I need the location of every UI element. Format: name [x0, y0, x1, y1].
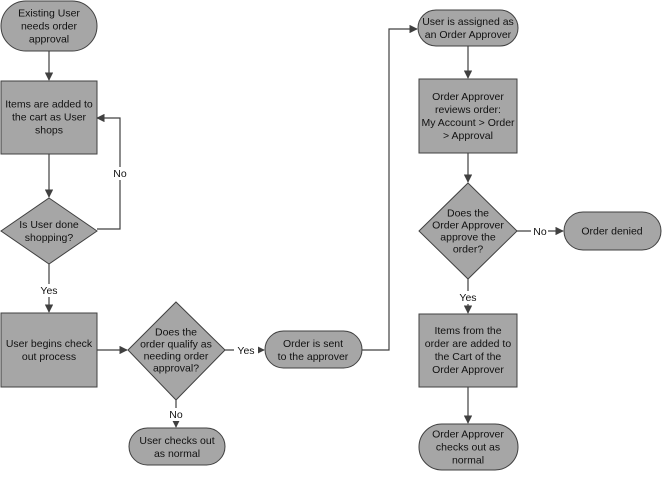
- edge-label-bg: [234, 344, 258, 357]
- qualify-decision: [127, 301, 226, 401]
- label-line: to the approver: [278, 351, 349, 363]
- label-line: the Cart of the: [435, 351, 502, 363]
- edge-label-bg: [531, 225, 548, 238]
- label-line: Items are added to: [5, 99, 93, 111]
- checks-out-normal-terminator: [128, 427, 226, 466]
- sent-terminator: [264, 330, 363, 369]
- label-line: Order denied: [581, 226, 642, 238]
- edge-label-bg: [456, 291, 480, 304]
- edge-label-bg: [112, 167, 128, 180]
- edge-label-yes-checkout: Yes: [40, 285, 57, 297]
- label-line: an Order Approver: [425, 29, 512, 41]
- label-line: Order is sent: [283, 338, 343, 350]
- label-line: Is User done: [19, 219, 79, 231]
- label-line: needing order: [144, 351, 209, 363]
- label-line: order?: [453, 244, 484, 256]
- edge-label-no-loop: No: [113, 168, 127, 180]
- edge-labels: No Yes Yes No No Yes: [37, 167, 548, 421]
- checkout-process: [0, 312, 98, 388]
- label-line: as normal: [154, 448, 200, 460]
- start-terminator: [0, 0, 98, 52]
- label-line: the cart as User: [12, 112, 87, 124]
- label-line: needs order: [21, 21, 78, 33]
- denied-terminator: [563, 211, 662, 251]
- edge-label-yes-added: Yes: [459, 292, 476, 304]
- label-line: Order Approver: [432, 364, 504, 376]
- label-line: Does the: [447, 208, 489, 220]
- label-line: > Approval: [443, 130, 493, 142]
- label-line: out process: [22, 351, 76, 363]
- label-line: reviews order:: [435, 104, 501, 116]
- label-line: Order Approver: [432, 220, 504, 232]
- label-line: approval?: [153, 363, 199, 375]
- edge-label-no-denied: No: [533, 226, 547, 238]
- denied-label: Order denied: [581, 226, 642, 238]
- add-items-process: [0, 80, 98, 155]
- edge-sent-to-assigned: [362, 24, 418, 351]
- label-line: User is assigned as: [422, 16, 514, 28]
- label-line: Items from the: [434, 325, 501, 337]
- label-line: checks out as: [436, 442, 500, 454]
- approver-checks-out-terminator: [418, 423, 519, 471]
- label-line: shops: [35, 125, 63, 137]
- label-line: approve the: [440, 232, 496, 244]
- label-line: Does the: [155, 327, 197, 339]
- assigned-terminator: [417, 9, 519, 47]
- edge-label-no-normal: No: [169, 409, 183, 421]
- reviews-process: [418, 78, 518, 154]
- label-line: User begins check: [6, 338, 93, 350]
- label-line: order qualify as: [140, 339, 212, 351]
- label-line: User checks out: [139, 435, 214, 447]
- label-line: My Account > Order: [421, 117, 515, 129]
- label-line: normal: [452, 455, 484, 467]
- label-line: Order Approver: [432, 429, 504, 441]
- done-shopping-decision: [0, 197, 98, 265]
- approve-decision: [418, 182, 518, 280]
- edge-label-yes-sent: Yes: [237, 345, 254, 357]
- label-line: approval: [29, 34, 69, 46]
- edge-label-bg: [168, 408, 185, 421]
- label-line: Order Approver: [432, 91, 504, 103]
- label-line: shopping?: [25, 232, 74, 244]
- edge-label-bg: [37, 284, 61, 297]
- added-to-cart-process: [418, 313, 518, 388]
- label-line: Existing User: [18, 8, 80, 20]
- label-line: order are added to: [425, 338, 512, 350]
